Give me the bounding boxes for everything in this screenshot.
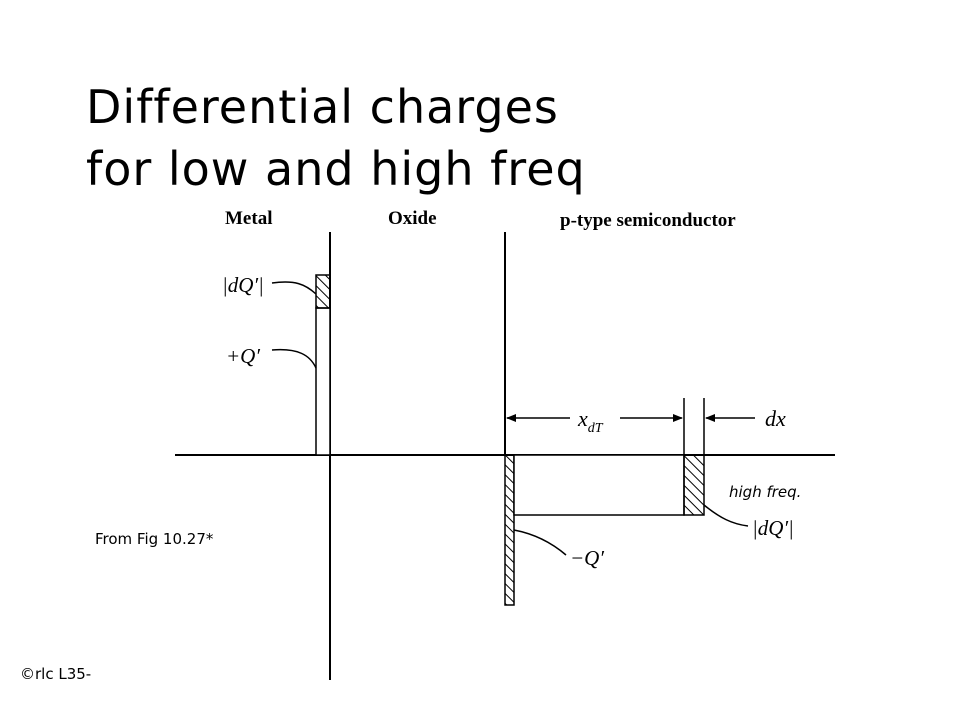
title-line-2: for low and high freq xyxy=(86,142,586,196)
metal-positive-charge-bar xyxy=(315,307,331,456)
slide-footer: ©rlc L35- xyxy=(20,665,92,683)
semiconductor-differential-charge xyxy=(683,454,705,516)
semiconductor-inversion-charge xyxy=(504,454,515,606)
source-note: From Fig 10.27* xyxy=(95,530,214,548)
leader-minus-q xyxy=(513,529,567,556)
xdt-label: xdT xyxy=(577,406,604,436)
leader-plus-q xyxy=(271,348,317,369)
title-clip: Differential charges for low and high fr… xyxy=(80,60,700,203)
dq-semi-label: |dQ′| xyxy=(752,516,794,540)
leader-dq-semi xyxy=(703,504,749,527)
metal-differential-charge xyxy=(315,274,331,309)
oxide-region-label: Oxide xyxy=(388,208,437,229)
dq-metal-label: |dQ′| xyxy=(222,273,264,297)
semiconductor-depletion-charge xyxy=(513,454,685,516)
semiconductor-region-label: p-type semiconductor xyxy=(560,210,736,231)
title-line-1: Differential charges xyxy=(86,80,559,134)
xdt-label-subscript: dT xyxy=(588,421,604,436)
leader-dq-metal xyxy=(271,281,317,295)
metal-region-label: Metal xyxy=(225,208,272,229)
xdt-label-main: x xyxy=(577,406,588,431)
high-freq-label: high freq. xyxy=(729,483,802,501)
plus-q-label: +Q′ xyxy=(226,344,260,368)
page-title: Differential charges for low and high fr… xyxy=(86,76,586,200)
minus-q-label: −Q′ xyxy=(570,546,604,570)
dx-label: dx xyxy=(765,406,786,431)
